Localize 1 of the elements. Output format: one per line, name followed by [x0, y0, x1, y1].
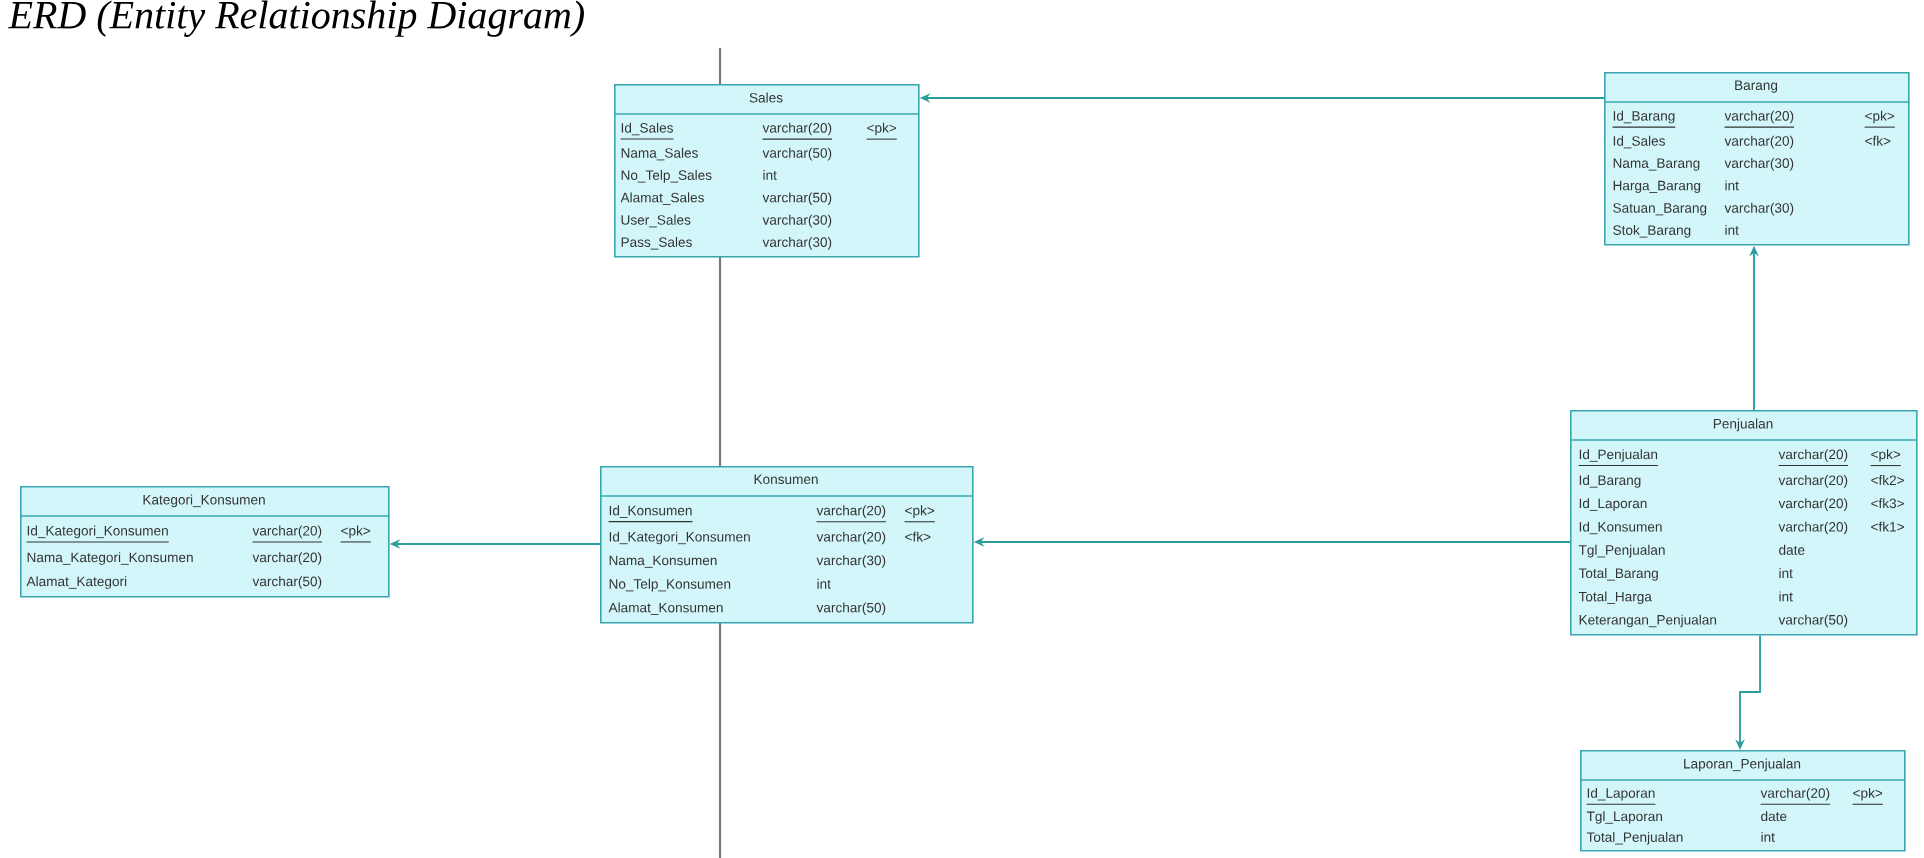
title: ERD (Entity Relationship Diagram) — [8, 0, 584, 37]
